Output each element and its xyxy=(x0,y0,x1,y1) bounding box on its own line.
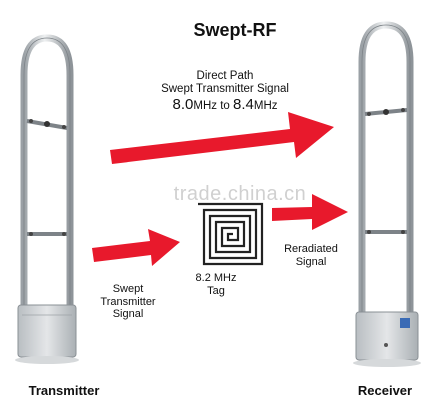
transmitter-caption: Transmitter xyxy=(28,383,100,398)
tag-coil-icon xyxy=(198,202,264,266)
transmitter-antenna xyxy=(15,34,79,364)
direct-path-label: Direct Path Swept Transmitter Signal 8.0… xyxy=(120,70,330,114)
direct-path-line1: Direct Path xyxy=(196,70,254,82)
direct-path-line2: Swept Transmitter Signal xyxy=(161,83,289,96)
tag-word: Tag xyxy=(207,284,225,297)
direct-path-arrow xyxy=(110,112,334,164)
swept-line1: Swept xyxy=(112,283,144,295)
swept-signal-arrow xyxy=(92,229,180,266)
reradiated-signal-arrow xyxy=(272,194,348,230)
swept-line3: Signal xyxy=(112,308,144,321)
range-from-unit: MHz xyxy=(193,100,217,113)
range-to-unit: MHz xyxy=(253,100,278,113)
swept-line2: Transmitter xyxy=(100,295,156,308)
receiver-caption: Receiver xyxy=(357,383,413,398)
diagram-title: Swept-RF xyxy=(193,20,277,40)
range-joiner: to xyxy=(220,100,230,113)
range-to-value: 8.4 xyxy=(233,96,254,114)
receiver-antenna xyxy=(353,21,421,367)
direct-path-range: 8.0MHz to 8.4MHz xyxy=(120,96,330,113)
reradiated-line1: Reradiated xyxy=(284,243,338,255)
swept-signal-label: Swept Transmitter Signal xyxy=(88,283,168,321)
reradiated-signal-label: Reradiated Signal xyxy=(273,243,349,268)
range-from-value: 8.0 xyxy=(172,96,194,114)
tag-label: 8.2 MHz Tag xyxy=(186,272,246,297)
reradiated-line2: Signal xyxy=(295,255,327,268)
tag-frequency: 8.2 MHz xyxy=(195,272,237,284)
watermark: trade.china.cn xyxy=(173,183,307,205)
